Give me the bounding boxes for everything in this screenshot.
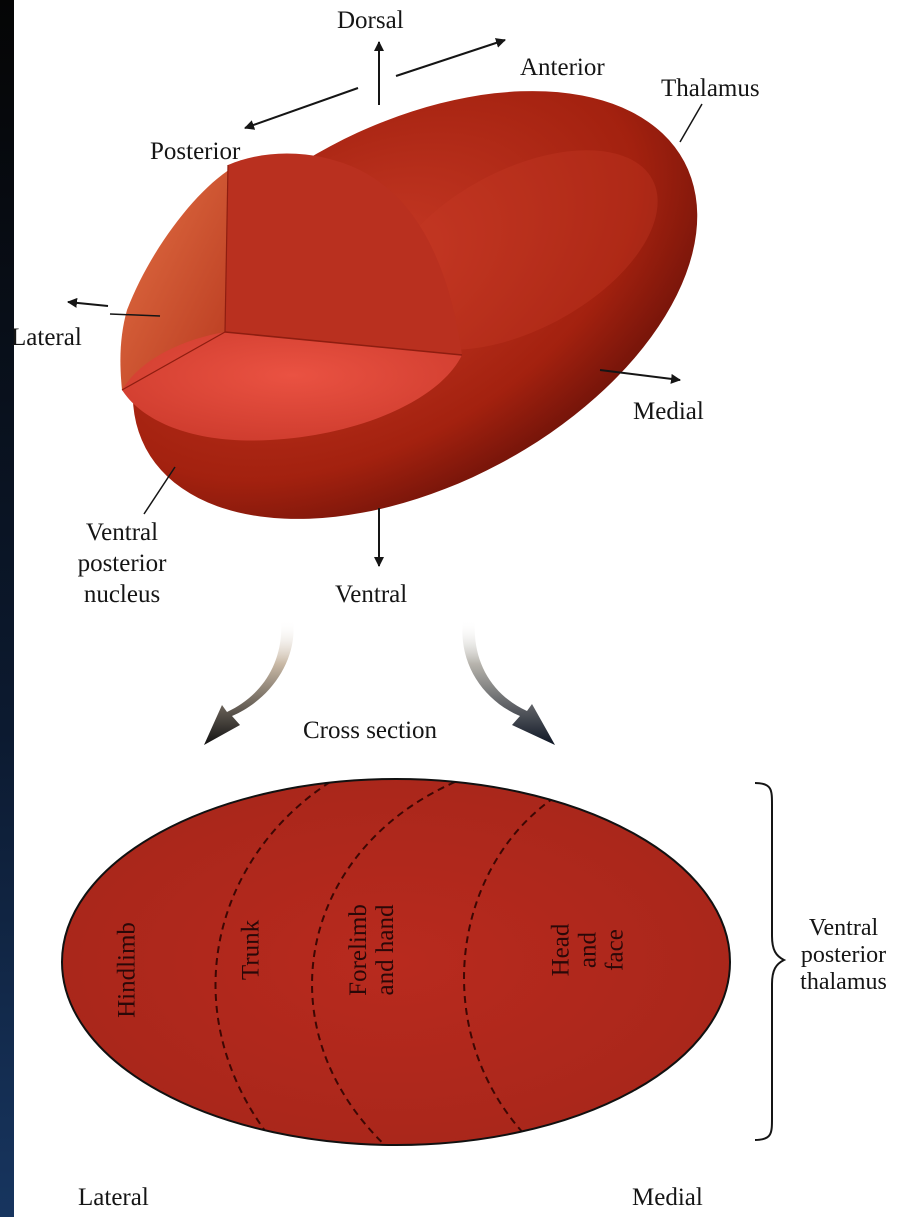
nucleus-leader [144,467,175,514]
bracket-label-line-1: Ventral [784,915,903,942]
nucleus-label-line-2: posterior [62,548,182,579]
medial-label-bottom: Medial [632,1182,703,1213]
bracket-label-line-2: posterior [784,942,903,969]
lateral-label-top: Lateral [11,322,82,353]
thalamus-bracket [755,783,784,1140]
anterior-arrow [396,40,505,76]
lateral-arrow [68,302,108,306]
transition-arrow-right [462,620,555,745]
bracket-label-line-3: thalamus [784,969,903,996]
transition-arrow-left [204,620,294,745]
posterior-label: Posterior [150,136,240,167]
ventral-label: Ventral [335,579,407,610]
nucleus-label: Ventral posterior nucleus [62,517,182,610]
bracket-label: Ventral posterior thalamus [784,915,903,996]
medial-label-top: Medial [633,396,704,427]
nucleus-label-line-3: nucleus [62,579,182,610]
thalamus-leader [680,104,702,142]
region-hindlimb: Hindlimb [114,922,141,1018]
thalamus-label: Thalamus [661,73,760,104]
anterior-label: Anterior [520,52,605,83]
nucleus-label-line-1: Ventral [62,517,182,548]
region-forelimb: Forelimb and hand [345,904,399,996]
lateral-label-bottom: Lateral [78,1182,149,1213]
cross-section-label: Cross section [303,715,437,746]
region-head-face: Head and face [548,924,629,977]
posterior-arrow [245,88,358,128]
dorsal-label: Dorsal [337,5,404,36]
region-trunk: Trunk [238,920,265,980]
